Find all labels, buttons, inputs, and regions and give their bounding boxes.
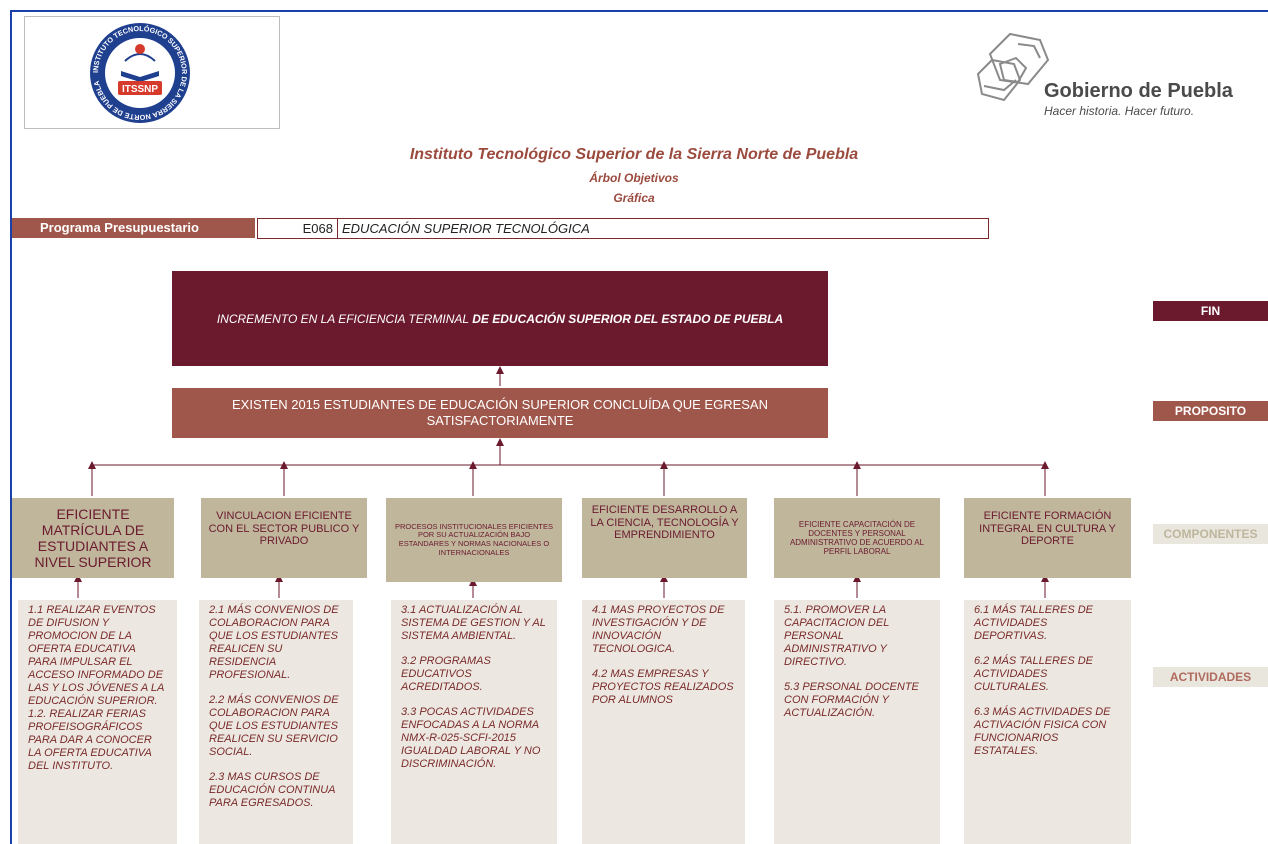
side-label-fin: FIN: [1153, 301, 1268, 321]
fin-text-b: DE EDUCACIÓN SUPERIOR DEL ESTADO DE PUEB…: [472, 311, 784, 326]
actividad-5-1: 5.1. PROMOVER LA CAPACITACION DEL PERSON…: [784, 604, 890, 668]
actividades-1: 1.1 REALIZAR EVENTOS DE DIFUSION Y PROMO…: [18, 600, 177, 844]
actividades-5: 5.1. PROMOVER LA CAPACITACION DEL PERSON…: [774, 600, 940, 844]
institute-title: Instituto Tecnológico Superior de la Sie…: [409, 146, 859, 163]
gobierno-puebla-logo: Gobierno de Puebla Hacer historia. Hacer…: [970, 20, 1260, 130]
actividad-3-3: 3.3 POCAS ACTIVIDADES ENFOCADAS A LA NOR…: [401, 706, 541, 770]
actividad-2-3: 2.3 MAS CURSOS DE EDUCACIÓN CONTINUA PAR…: [209, 771, 336, 809]
componente-4: EFICIENTE DESARROLLO A LA CIENCIA, TECNO…: [582, 498, 747, 578]
proposito-box: EXISTEN 2015 ESTUDIANTES DE EDUCACIÓN SU…: [172, 388, 828, 438]
actividad-6-2: 6.2 MÁS TALLERES DE ACTIVIDADES CULTURAL…: [974, 655, 1094, 693]
puebla-emblem-icon: [976, 32, 1050, 102]
actividad-4-2: 4.2 MAS EMPRESAS Y PROYECTOS REALIZADOS …: [592, 668, 734, 706]
actividad-2-2: 2.2 MÁS CONVENIOS DE COLABORACION PARA Q…: [209, 694, 339, 758]
componente-2: VINCULACION EFICIENTE CON EL SECTOR PUBL…: [201, 498, 367, 578]
page-border-top: [10, 10, 1268, 12]
itssnp-logo-box: INSTITUTO TECNOLÓGICO SUPERIOR DE LA SIE…: [24, 16, 280, 129]
programa-code: E068: [258, 219, 338, 238]
actividad-5-2: 5.3 PERSONAL DOCENTE CON FORMACIÓN Y ACT…: [784, 681, 919, 719]
actividades-4: 4.1 MAS PROYECTOS DE INVESTIGACIÓN Y DE …: [582, 600, 745, 844]
tree-title: Árbol Objetivos: [589, 171, 679, 185]
componente-3: PROCESOS INSTITUCIONALES EFICIENTES POR …: [386, 498, 562, 582]
programa-box: E068 EDUCACIÓN SUPERIOR TECNOLÓGICA: [257, 218, 989, 239]
programa-label: Programa Presupuestario: [12, 218, 255, 238]
actividad-3-2: 3.2 PROGRAMAS EDUCATIVOS ACREDITADOS.: [401, 655, 491, 693]
actividad-2-1: 2.1 MÁS CONVENIOS DE COLABORACION PARA Q…: [209, 604, 339, 681]
actividad-3-1: 3.1 ACTUALIZACIÓN AL SISTEMA DE GESTION …: [401, 604, 546, 642]
tree-subtitle: Gráfica: [613, 191, 655, 205]
side-label-actividades: ACTIVIDADES: [1153, 667, 1268, 687]
actividades-6: 6.1 MÁS TALLERES DE ACTIVIDADES DEPORTIV…: [964, 600, 1131, 844]
fin-box: INCREMENTO EN LA EFICIENCIA TERMINAL DE …: [172, 271, 828, 366]
gobierno-title: Gobierno de Puebla: [1044, 80, 1233, 102]
componente-1: EFICIENTE MATRÍCULA DE ESTUDIANTES A NIV…: [12, 498, 174, 578]
componente-6: EFICIENTE FORMACIÓN INTEGRAL EN CULTURA …: [964, 498, 1131, 578]
componente-5: EFICIENTE CAPACITACIÓN DE DOCENTES Y PER…: [774, 498, 940, 578]
itssnp-seal-icon: INSTITUTO TECNOLÓGICO SUPERIOR DE LA SIE…: [90, 23, 190, 123]
side-label-proposito: PROPOSITO: [1153, 401, 1268, 421]
actividad-1-1: 1.1 REALIZAR EVENTOS DE DIFUSION Y PROMO…: [28, 604, 164, 772]
actividades-2: 2.1 MÁS CONVENIOS DE COLABORACION PARA Q…: [199, 600, 353, 844]
actividades-3: 3.1 ACTUALIZACIÓN AL SISTEMA DE GESTION …: [391, 600, 557, 844]
gobierno-subtitle: Hacer historia. Hacer futuro.: [1044, 104, 1195, 118]
actividad-6-3: 6.3 MÁS ACTIVIDADES DE ACTIVACIÓN FISICA…: [974, 706, 1111, 757]
itssnp-acronym: ITSSNP: [122, 84, 158, 95]
page-border-left: [10, 10, 12, 844]
programa-name: EDUCACIÓN SUPERIOR TECNOLÓGICA: [342, 221, 590, 236]
fin-text-a: INCREMENTO EN LA EFICIENCIA TERMINAL: [216, 311, 469, 326]
actividad-6-1: 6.1 MÁS TALLERES DE ACTIVIDADES DEPORTIV…: [974, 604, 1094, 642]
side-label-componentes: COMPONENTES: [1153, 524, 1268, 544]
actividad-4-1: 4.1 MAS PROYECTOS DE INVESTIGACIÓN Y DE …: [592, 604, 725, 655]
